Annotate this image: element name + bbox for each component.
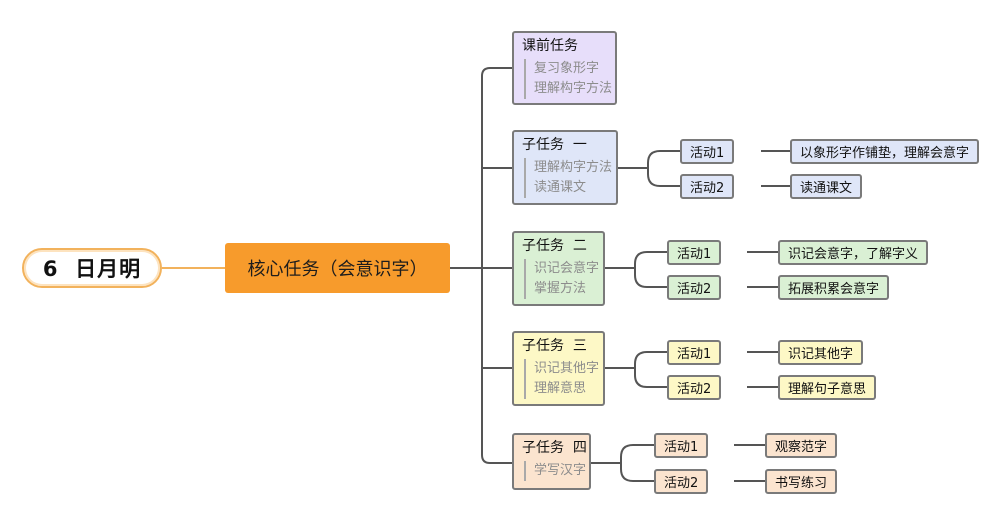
task-notes: 识记会意字 掌握方法 [524, 259, 600, 299]
task-note: 理解构字方法 [534, 160, 613, 175]
task-title: 子任务 一 [522, 137, 587, 153]
subtask-2[interactable]: 子任务 二 识记会意字 掌握方法 [512, 231, 605, 306]
task-note: 理解意思 [534, 381, 587, 396]
task-title: 课前任务 [522, 38, 578, 54]
activity-label: 活动1 [677, 247, 712, 262]
activity-detail[interactable]: 识记其他字 [778, 340, 864, 365]
task-notes: 理解构字方法 读通课文 [524, 158, 613, 198]
activity-detail[interactable]: 观察范字 [765, 433, 838, 458]
task-notes: 学写汉字 [524, 461, 587, 481]
activity-node[interactable]: 活动1 [654, 433, 709, 458]
task-title: 子任务 三 [522, 338, 587, 354]
subtask-3[interactable]: 子任务 三 识记其他字 理解意思 [512, 331, 605, 406]
activity-label: 活动2 [690, 181, 725, 196]
activity-detail[interactable]: 识记会意字，了解字义 [778, 240, 929, 265]
activity-label: 活动2 [677, 382, 712, 397]
task-title: 子任务 四 [522, 440, 587, 456]
activity-detail[interactable]: 拓展积累会意字 [778, 275, 890, 300]
task-note: 理解构字方法 [534, 81, 613, 96]
activity-node[interactable]: 活动2 [667, 375, 722, 400]
activity-detail-text: 拓展积累会意字 [788, 282, 880, 297]
task-title: 子任务 二 [522, 238, 587, 254]
activity-node[interactable]: 活动1 [667, 340, 722, 365]
task-note: 复习象形字 [534, 61, 600, 76]
pre-class-task[interactable]: 课前任务 复习象形字 理解构字方法 [512, 31, 617, 105]
activity-detail-text: 书写练习 [775, 476, 828, 491]
activity-detail[interactable]: 书写练习 [765, 469, 838, 494]
root-topic[interactable]: 6 日月明 [22, 248, 162, 288]
activity-label: 活动1 [664, 440, 699, 455]
activity-detail-text: 识记其他字 [788, 347, 854, 362]
task-note: 读通课文 [534, 180, 587, 195]
subtask-4[interactable]: 子任务 四 学写汉字 [512, 433, 591, 490]
activity-detail-text: 以象形字作铺垫，理解会意字 [800, 146, 970, 161]
activity-node[interactable]: 活动1 [680, 139, 735, 164]
task-notes: 识记其他字 理解意思 [524, 359, 600, 399]
activity-detail-text: 观察范字 [775, 440, 828, 455]
activity-node[interactable]: 活动2 [667, 275, 722, 300]
task-note: 识记其他字 [534, 361, 600, 376]
activity-detail[interactable]: 理解句子意思 [778, 375, 877, 400]
activity-detail-text: 读通课文 [800, 181, 853, 196]
task-note: 掌握方法 [534, 281, 587, 296]
task-notes: 复习象形字 理解构字方法 [524, 59, 613, 99]
root-topic-label: 6 日月明 [42, 257, 142, 281]
core-task-label: 核心任务（会意识字） [247, 259, 428, 280]
activity-node[interactable]: 活动2 [680, 174, 735, 199]
task-note: 识记会意字 [534, 261, 600, 276]
activity-label: 活动2 [664, 476, 699, 491]
activity-label: 活动1 [690, 146, 725, 161]
task-note: 学写汉字 [534, 463, 587, 478]
activity-detail-text: 识记会意字，了解字义 [788, 247, 919, 262]
activity-node[interactable]: 活动2 [654, 469, 709, 494]
activity-detail-text: 理解句子意思 [788, 382, 867, 397]
activity-node[interactable]: 活动1 [667, 240, 722, 265]
core-task[interactable]: 核心任务（会意识字） [225, 243, 450, 293]
activity-label: 活动2 [677, 282, 712, 297]
subtask-1[interactable]: 子任务 一 理解构字方法 读通课文 [512, 130, 618, 205]
activity-detail[interactable]: 以象形字作铺垫，理解会意字 [790, 139, 980, 164]
activity-label: 活动1 [677, 347, 712, 362]
activity-detail[interactable]: 读通课文 [790, 174, 863, 199]
